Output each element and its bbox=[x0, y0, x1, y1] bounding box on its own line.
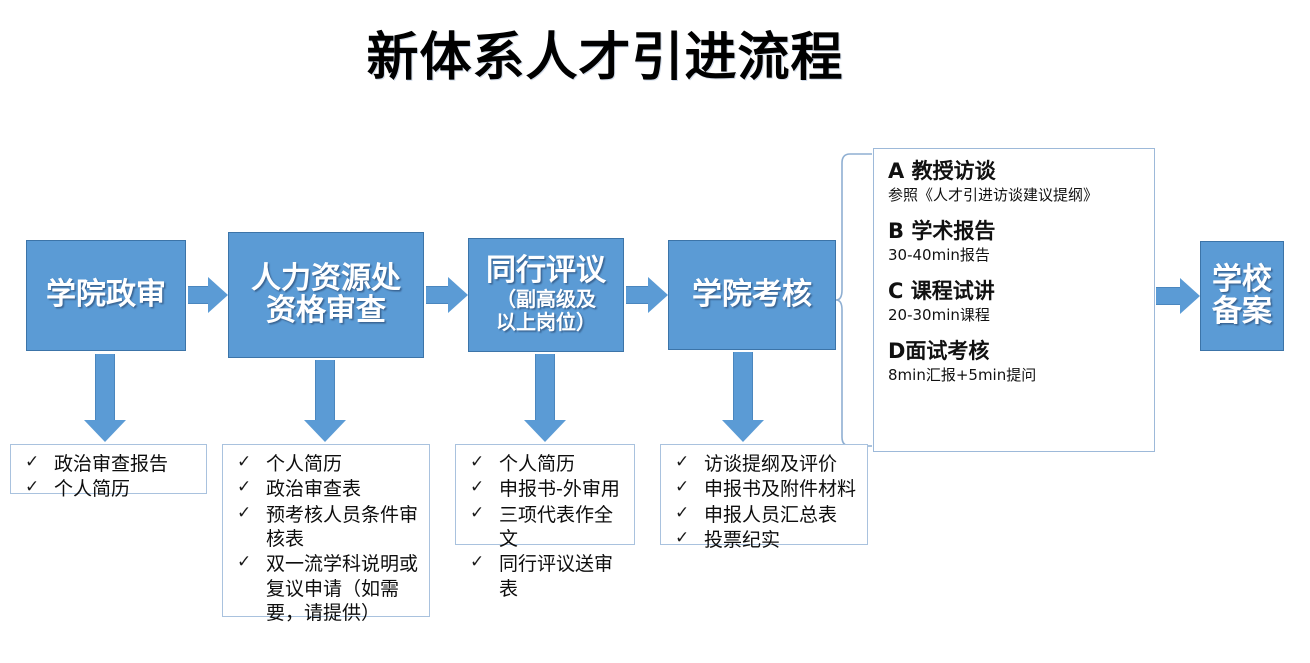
detail-item-b-sub: 30-40min报告 bbox=[888, 245, 990, 264]
list-item: ✓ 申报书-外审用 bbox=[466, 477, 626, 501]
list-item: ✓ 三项代表作全文 bbox=[466, 503, 626, 552]
list-item: ✓ 同行评议送审表 bbox=[466, 552, 626, 601]
check-icon: ✓ bbox=[237, 502, 252, 523]
list-item: ✓ 预考核人员条件审核表 bbox=[233, 503, 421, 552]
list-item-label: 个人简历 bbox=[54, 478, 131, 501]
checklist-4: ✓ 访谈提纲及评价 ✓ 申报书及附件材料 ✓ 申报人员汇总表 ✓ 投票纪实 bbox=[660, 444, 868, 551]
list-item-label: 访谈提纲及评价 bbox=[704, 453, 838, 475]
check-icon: ✓ bbox=[25, 452, 40, 472]
detail-item-d-head: D面试考核 bbox=[888, 339, 990, 364]
process-box-step-1[interactable]: 学院政审 bbox=[26, 240, 186, 351]
list-item: ✓ 政治审查报告 bbox=[21, 452, 198, 476]
curly-bracket-icon bbox=[836, 153, 872, 447]
list-item-label: 政治审查表 bbox=[266, 478, 362, 501]
list-item: ✓ 个人简历 bbox=[466, 452, 626, 476]
process-box-step-3[interactable]: 同行评议 （副高级及 以上岗位） bbox=[468, 238, 624, 352]
list-item-label: 个人简历 bbox=[499, 453, 576, 475]
right-arrow-icon-1-to-2 bbox=[188, 277, 228, 313]
detail-item-d: D面试考核 8min汇报+5min提问 bbox=[888, 339, 1140, 385]
check-icon: ✓ bbox=[470, 452, 485, 472]
assessment-detail-panel: A 教授访谈 参照《人才引进访谈建议提纲》 B 学术报告 30-40min报告 … bbox=[873, 148, 1155, 452]
list-item-label: 投票纪实 bbox=[704, 528, 781, 551]
list-item-label: 三项代表作全文 bbox=[499, 503, 614, 550]
checklist-3: ✓ 个人简历 ✓ 申报书-外审用 ✓ 三项代表作全文 ✓ 同行评议送审表 bbox=[455, 444, 635, 600]
right-arrow-icon-3-to-4 bbox=[626, 277, 668, 313]
check-icon: ✓ bbox=[675, 477, 690, 498]
list-item: ✓ 政治审查表 bbox=[233, 477, 421, 501]
checklist-1-list: ✓ 政治审查报告 ✓ 个人简历 bbox=[21, 452, 198, 502]
check-icon: ✓ bbox=[675, 502, 690, 523]
check-icon: ✓ bbox=[237, 552, 252, 573]
process-box-step-1-line1: 学院政审 bbox=[46, 277, 166, 313]
check-icon: ✓ bbox=[675, 527, 690, 548]
list-item: ✓ 个人简历 bbox=[21, 477, 198, 501]
detail-item-c-head: C 课程试讲 bbox=[888, 279, 995, 304]
process-box-step-4-line1: 学院考核 bbox=[692, 276, 812, 312]
process-box-step-3-sub2: 以上岗位） bbox=[496, 310, 596, 335]
list-item-label: 申报人员汇总表 bbox=[704, 503, 838, 526]
list-item-label: 双一流学科说明或复议申请（如需要，请提供） bbox=[266, 553, 419, 624]
process-box-step-5-line1: 学校 bbox=[1212, 261, 1272, 297]
checklist-1: ✓ 政治审查报告 ✓ 个人简历 bbox=[10, 444, 207, 500]
list-item-label: 政治审查报告 bbox=[54, 453, 169, 475]
detail-item-d-sub: 8min汇报+5min提问 bbox=[888, 365, 1037, 384]
check-icon: ✓ bbox=[237, 452, 252, 472]
check-icon: ✓ bbox=[25, 477, 40, 498]
detail-item-a-head: A 教授访谈 bbox=[888, 159, 996, 183]
list-item: ✓ 申报人员汇总表 bbox=[671, 503, 859, 527]
checklist-4-list: ✓ 访谈提纲及评价 ✓ 申报书及附件材料 ✓ 申报人员汇总表 ✓ 投票纪实 bbox=[671, 452, 859, 552]
check-icon: ✓ bbox=[470, 552, 485, 573]
right-arrow-icon-panel-to-5 bbox=[1156, 278, 1200, 314]
check-icon: ✓ bbox=[675, 452, 690, 472]
list-item: ✓ 个人简历 bbox=[233, 452, 421, 476]
list-item: ✓ 双一流学科说明或复议申请（如需要，请提供） bbox=[233, 552, 421, 625]
page-title: 新体系人才引进流程 bbox=[366, 28, 844, 88]
checklist-3-list: ✓ 个人简历 ✓ 申报书-外审用 ✓ 三项代表作全文 ✓ 同行评议送审表 bbox=[466, 452, 626, 601]
detail-item-a-sub: 参照《人才引进访谈建议提纲》 bbox=[888, 185, 1099, 204]
list-item: ✓ 投票纪实 bbox=[671, 528, 859, 552]
list-item-label: 预考核人员条件审核表 bbox=[266, 503, 419, 550]
list-item-label: 同行评议送审表 bbox=[499, 553, 614, 600]
detail-item-a: A 教授访谈 参照《人才引进访谈建议提纲》 bbox=[888, 159, 1140, 205]
list-item: ✓ 申报书及附件材料 bbox=[671, 477, 859, 501]
right-arrow-icon-2-to-3 bbox=[426, 277, 468, 313]
process-box-step-4[interactable]: 学院考核 bbox=[668, 240, 836, 350]
down-arrow-icon-step-1 bbox=[84, 354, 126, 442]
detail-item-c-sub: 20-30min课程 bbox=[888, 305, 990, 324]
list-item-label: 申报书及附件材料 bbox=[704, 478, 857, 501]
detail-item-b-head: B 学术报告 bbox=[888, 219, 996, 244]
down-arrow-icon-step-2 bbox=[304, 360, 346, 442]
list-item: ✓ 访谈提纲及评价 bbox=[671, 452, 859, 476]
process-box-step-2[interactable]: 人力资源处 资格审查 bbox=[228, 232, 424, 358]
detail-item-b: B 学术报告 30-40min报告 bbox=[888, 219, 1140, 265]
detail-item-c: C 课程试讲 20-30min课程 bbox=[888, 279, 1140, 325]
check-icon: ✓ bbox=[237, 477, 252, 498]
checklist-2-list: ✓ 个人简历 ✓ 政治审查表 ✓ 预考核人员条件审核表 ✓ 双一流学科说明或复议申请（如… bbox=[233, 452, 421, 625]
checklist-2: ✓ 个人简历 ✓ 政治审查表 ✓ 预考核人员条件审核表 ✓ 双一流学科说明或复议申请（如… bbox=[222, 444, 430, 624]
process-box-step-2-line1: 人力资源处 bbox=[251, 260, 401, 296]
process-box-step-3-line1: 同行评议 bbox=[486, 253, 606, 289]
check-icon: ✓ bbox=[470, 477, 485, 498]
list-item-label: 申报书-外审用 bbox=[499, 478, 620, 501]
check-icon: ✓ bbox=[470, 502, 485, 523]
process-box-step-5-line2: 备案 bbox=[1212, 294, 1272, 329]
process-box-step-3-sub1: （副高级及 bbox=[496, 286, 596, 311]
down-arrow-icon-step-3 bbox=[524, 354, 566, 442]
process-box-step-2-line2: 资格审查 bbox=[266, 293, 386, 328]
process-box-step-5[interactable]: 学校 备案 bbox=[1200, 241, 1284, 351]
down-arrow-icon-step-4 bbox=[722, 352, 764, 442]
list-item-label: 个人简历 bbox=[266, 453, 343, 475]
